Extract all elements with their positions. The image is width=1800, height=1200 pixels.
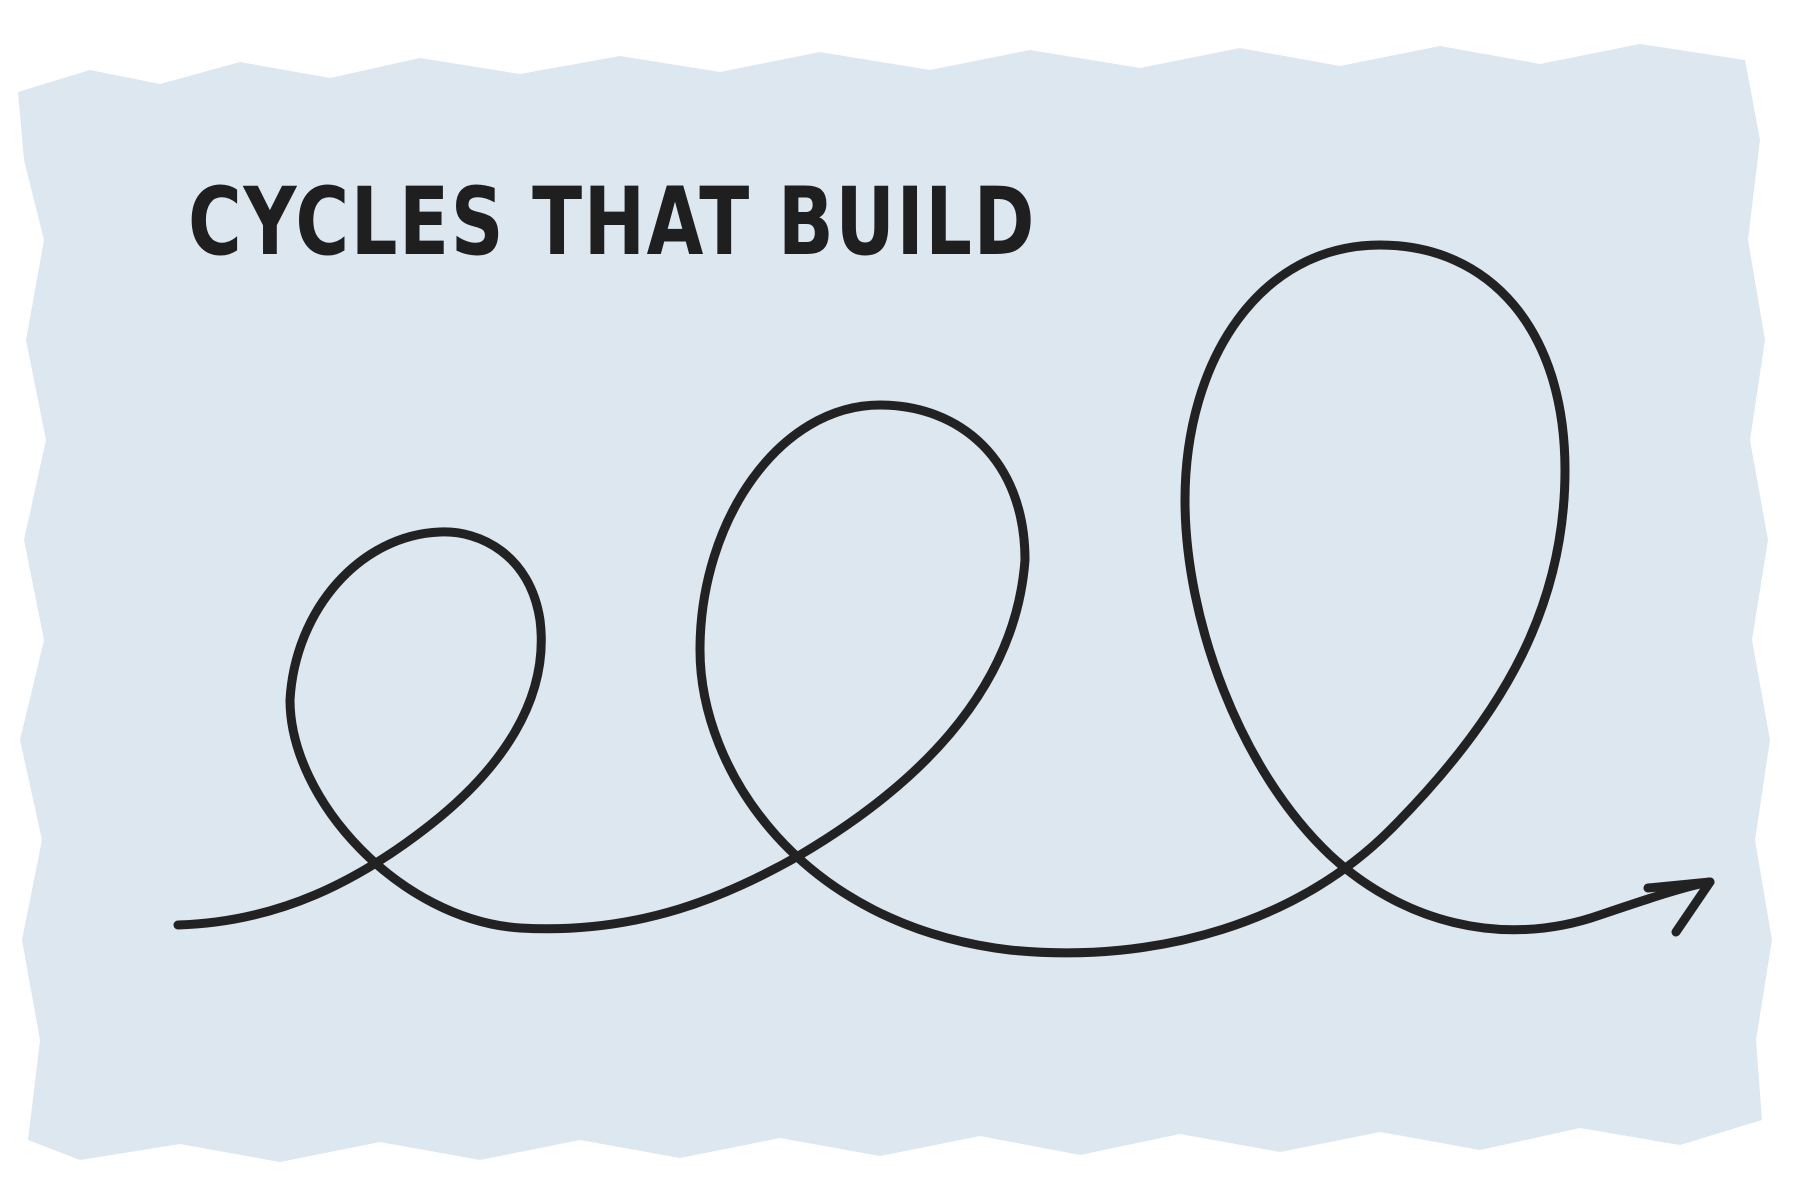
spiral-loop-line	[173, 240, 1715, 958]
diagram-title: CYCLES THAT BUILD	[188, 168, 1037, 277]
background-wash	[18, 44, 1772, 1162]
arrowhead-icon	[1643, 877, 1715, 937]
